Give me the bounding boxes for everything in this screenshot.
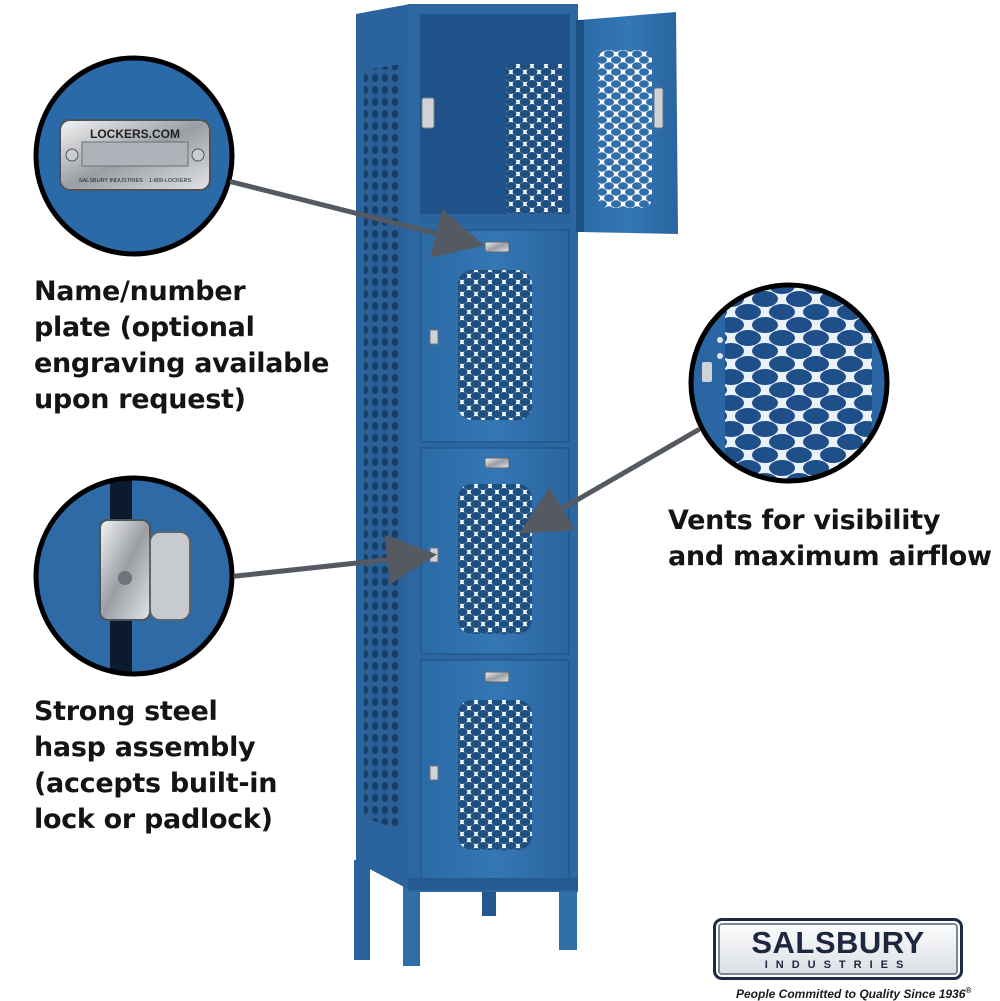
open-door-latch xyxy=(653,87,664,129)
nameplate-caption-line: Name/number xyxy=(34,276,246,307)
pointer-arrow-icon xyxy=(229,179,701,585)
locker xyxy=(354,4,678,966)
door-vent xyxy=(458,270,532,420)
nameplate-caption-line: plate (optional xyxy=(34,312,255,343)
locker-door xyxy=(420,659,570,881)
logo-brand-name: SALSBURY xyxy=(751,925,925,960)
locker-base xyxy=(408,878,578,890)
number-plate xyxy=(484,241,510,253)
vent-zoom-icon xyxy=(688,282,890,484)
door-hasp xyxy=(429,329,439,345)
interior-shelf xyxy=(420,214,570,224)
registered-mark: ® xyxy=(965,986,972,995)
hasp-caption-line: Strong steel xyxy=(34,696,218,727)
brand-tagline: People Committed to Quality Since 1936® xyxy=(736,984,971,1001)
open-door-vent xyxy=(598,50,652,208)
salsbury-logo: SALSBURY INDUSTRIES xyxy=(713,918,963,980)
locker-leg xyxy=(403,880,420,966)
nameplate-caption-line: upon request) xyxy=(34,384,246,415)
hasp-zoom-icon xyxy=(33,475,235,677)
side-vent-mesh xyxy=(364,64,402,830)
locker-door xyxy=(420,447,570,655)
hasp-caption-line: lock or padlock) xyxy=(34,804,273,835)
tagline-text: People Committed to Quality Since 1936 xyxy=(736,987,966,1001)
locker-door xyxy=(420,229,570,443)
hasp-caption-line: hasp assembly xyxy=(34,732,256,763)
hasp-caption-line: (accepts built-in xyxy=(34,768,278,799)
vent-arrow xyxy=(519,427,701,534)
badge-brand: LOCKERS.COM xyxy=(90,127,180,141)
nameplate-zoom-icon: LOCKERS.COM SALSBURY INDUSTRIES 1-800-LO… xyxy=(33,55,235,257)
vents-caption-line: Vents for visibility xyxy=(668,505,941,536)
logo-subtitle: INDUSTRIES xyxy=(764,959,912,971)
door-hasp xyxy=(429,547,439,563)
vents-caption-line: and maximum airflow xyxy=(668,541,992,572)
hasp-arrow xyxy=(233,534,437,585)
open-door xyxy=(576,12,678,234)
nameplate-caption-line: engraving available xyxy=(34,348,330,379)
plate-arrow xyxy=(229,179,485,258)
hasp-caption: Strong steel hasp assembly (accepts buil… xyxy=(34,694,277,838)
number-plate xyxy=(484,671,510,683)
vents-caption: Vents for visibility and maximum airflow xyxy=(668,503,992,575)
nameplate-caption: Name/number plate (optional engraving av… xyxy=(34,274,329,418)
locker-leg xyxy=(354,860,370,960)
door-vent xyxy=(458,700,532,850)
interior-back-vent xyxy=(506,64,564,214)
latch-bracket xyxy=(421,97,435,129)
door-vent xyxy=(458,484,532,634)
badge-small-text: SALSBURY INDUSTRIES 1-800-LOCKERS xyxy=(79,178,192,184)
number-plate xyxy=(484,457,510,469)
door-hasp xyxy=(429,765,439,781)
